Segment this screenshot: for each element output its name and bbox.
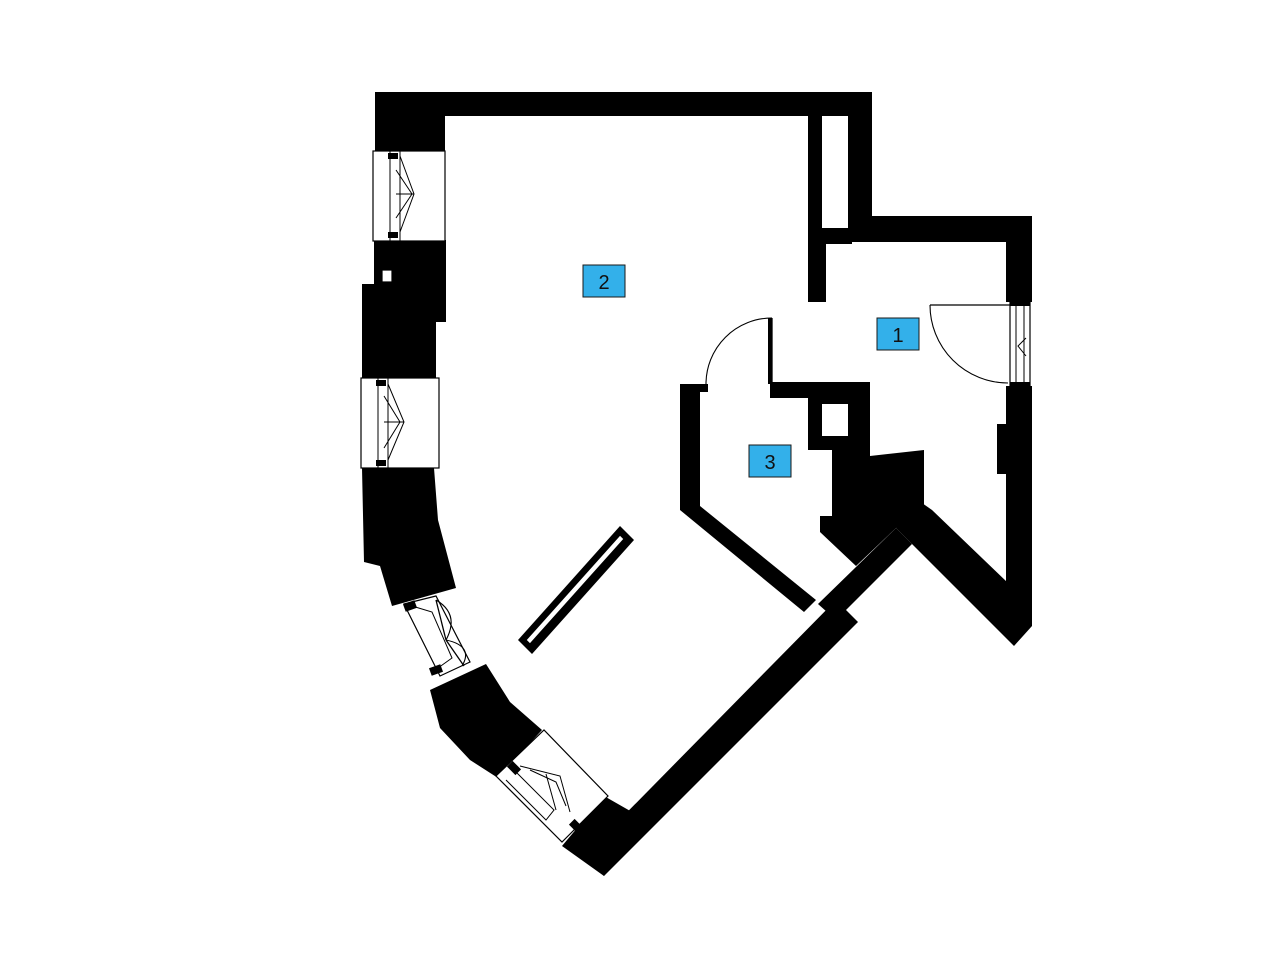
room-label-3: 3 (748, 444, 792, 478)
wall-top-room-2 (375, 92, 872, 116)
windows (360, 150, 1031, 843)
wall-room-3-top (770, 382, 866, 398)
door-room-3 (705, 317, 773, 385)
wall-room-3-shaft-right (848, 382, 870, 458)
wall-left-segment-1 (362, 240, 446, 378)
svg-text:2: 2 (598, 272, 609, 294)
svg-text:3: 3 (764, 452, 775, 474)
door-jamb-room-3 (768, 318, 772, 384)
room-label-2: 2 (582, 264, 626, 298)
wall-central-block (820, 450, 924, 566)
window-top-left (372, 150, 446, 286)
svg-text:1: 1 (892, 325, 903, 347)
wall-room-3-shaft-bottom (808, 436, 848, 450)
wall-right-room-1-upper (1006, 216, 1032, 302)
wall-stub-room-1 (808, 228, 826, 302)
wall-corner-top-left (375, 92, 445, 152)
wall-diagonal-bottom (584, 600, 858, 876)
partition-inner-line (525, 534, 625, 645)
window-room-1 (1009, 300, 1031, 388)
wall-diagonal-upper (818, 528, 912, 620)
window-bottom (495, 729, 609, 843)
wall-top-room-1 (848, 216, 1032, 242)
wall-bottom-corner (562, 796, 632, 876)
balcony-door (402, 595, 471, 677)
wall-left-segment-3 (430, 664, 542, 778)
wall-room-3-shaft-top (808, 398, 868, 404)
wall-room-3-left (680, 384, 816, 612)
wall-diagonal-room-1 (896, 496, 1032, 646)
wall-column-inner (808, 112, 822, 242)
wall-left-segment-2 (362, 468, 456, 606)
wall-room-3-shaft-left (808, 398, 822, 448)
window-left-middle (360, 377, 440, 469)
door-room-1-entrance (929, 304, 1010, 384)
room-label-1: 1 (876, 317, 920, 351)
radiator (997, 424, 1009, 474)
doors (705, 304, 1010, 385)
walls (362, 92, 1032, 876)
